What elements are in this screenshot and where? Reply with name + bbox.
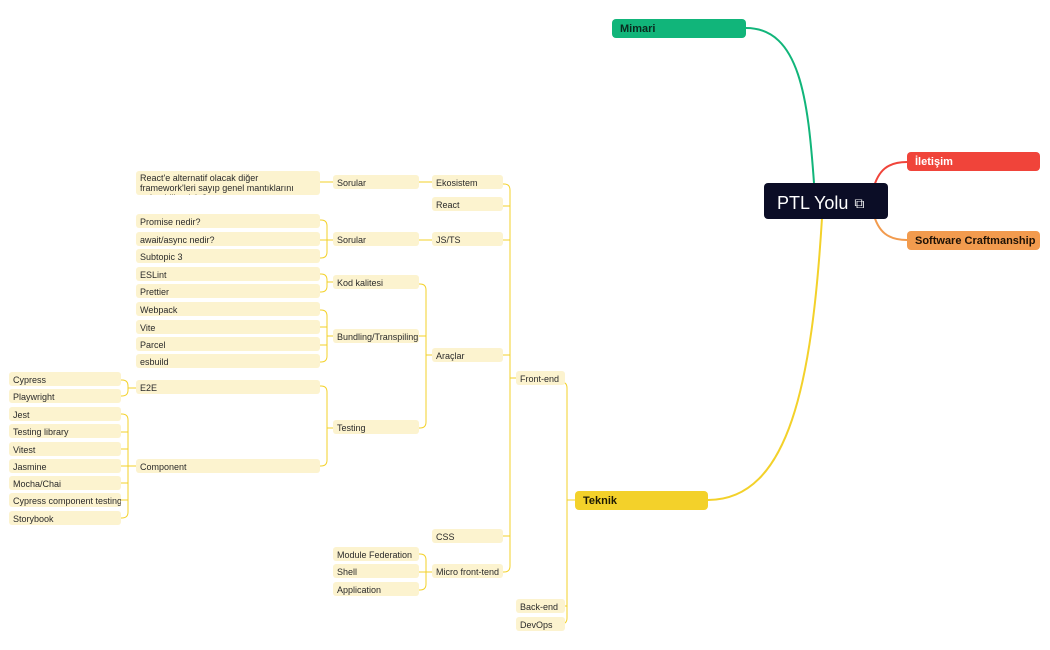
node-testing-library[interactable]: Testing library [9,424,121,438]
branch-software-craftmanship[interactable]: Software Craftmanship [907,231,1040,250]
branch-iletisim[interactable]: İletişim [907,152,1040,171]
node-module-federation[interactable]: Module Federation [333,547,419,561]
node-ekosistem-sorular[interactable]: Sorular [333,175,419,189]
node-vite[interactable]: Vite [136,320,320,334]
node-micro-front-tend[interactable]: Micro front-tend [432,564,503,578]
node-jest[interactable]: Jest [9,407,121,421]
node-await-async[interactable]: await/async nedir? [136,232,320,246]
node-kod-kalitesi[interactable]: Kod kalitesi [333,275,419,289]
node-back-end[interactable]: Back-end [516,599,565,613]
link-mimari [745,27,815,184]
node-webpack[interactable]: Webpack [136,302,320,316]
node-testing[interactable]: Testing [333,420,419,434]
node-front-end[interactable]: Front-end [516,371,565,385]
branch-teknik[interactable]: Teknik [575,491,708,510]
node-playwright[interactable]: Playwright [9,389,121,403]
node-shell[interactable]: Shell [333,564,419,578]
node-e2e[interactable]: E2E [136,380,320,394]
node-storybook[interactable]: Storybook [9,511,121,525]
node-promise[interactable]: Promise nedir? [136,214,320,228]
link-icon: ⧉ [854,195,865,211]
node-cypress-component-testing[interactable]: Cypress component testing [9,493,121,507]
node-eslint[interactable]: ESLint [136,267,320,281]
node-subtopic-3[interactable]: Subtopic 3 [136,249,320,263]
node-cypress[interactable]: Cypress [9,372,121,386]
node-component[interactable]: Component [136,459,320,473]
node-react[interactable]: React [432,197,503,211]
node-css[interactable]: CSS [432,529,503,543]
root-node[interactable]: PTL Yolu ⧉ [764,183,888,219]
node-araclar[interactable]: Araçlar [432,348,503,362]
branch-mimari[interactable]: Mimari [612,19,746,38]
node-vitest[interactable]: Vitest [9,442,121,456]
node-jsts-sorular[interactable]: Sorular [333,232,419,246]
root-label: PTL Yolu [777,193,849,213]
node-application[interactable]: Application [333,582,419,596]
node-esbuild[interactable]: esbuild [136,354,320,368]
node-jasmine[interactable]: Jasmine [9,459,121,473]
node-parcel[interactable]: Parcel [136,337,320,351]
node-devops[interactable]: DevOps [516,617,565,631]
node-js-ts[interactable]: JS/TS [432,232,503,246]
node-prettier[interactable]: Prettier [136,284,320,298]
node-mocha-chai[interactable]: Mocha/Chai [9,476,121,490]
node-ekosistem[interactable]: Ekosistem [432,175,503,189]
link-teknik [707,217,823,501]
node-bundling-transpiling[interactable]: Bundling/Transpiling [333,329,419,343]
node-ekosistem-question[interactable]: React'e alternatif olacak diğer framewor… [136,171,320,195]
